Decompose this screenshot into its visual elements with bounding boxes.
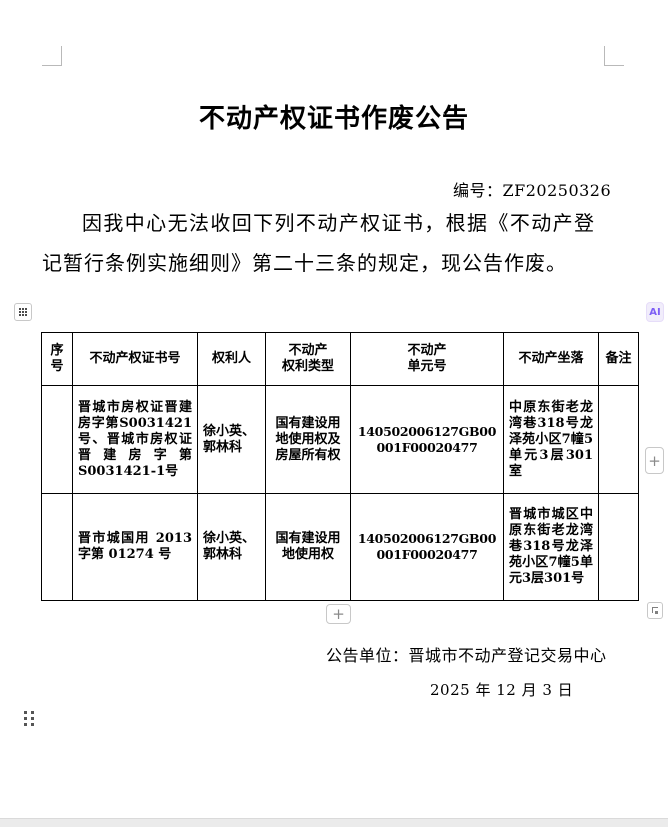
cell-holder[interactable]: 徐小英、郭林科 bbox=[197, 493, 266, 601]
dot-icon bbox=[31, 723, 34, 726]
page-bottom-edge bbox=[0, 818, 668, 827]
dot-icon bbox=[31, 717, 34, 720]
dot-icon bbox=[24, 717, 27, 720]
table-row: 晋城市房权证晋建房字第S0031421号、晋城市房权证晋建房字第S0031421… bbox=[41, 385, 639, 494]
dot-icon bbox=[24, 711, 27, 714]
page-margin-mark-top-right bbox=[604, 46, 624, 66]
dot-icon bbox=[31, 711, 34, 714]
cell-unit-no[interactable]: 140502006127GB00001F00020477 bbox=[350, 385, 504, 494]
announcement-table: 序号 不动产权证书号 权利人 不动产 权利类型 不动产 单元号 不动产坐落 备注… bbox=[41, 332, 639, 601]
cell-note[interactable] bbox=[598, 385, 639, 494]
cell-seq[interactable] bbox=[41, 385, 73, 494]
corner-resize-dot-icon bbox=[655, 611, 658, 614]
cell-unit-no[interactable]: 140502006127GB00001F00020477 bbox=[350, 493, 504, 601]
cell-cert-no[interactable]: 晋市城国用 2013 字第 01274 号 bbox=[72, 493, 198, 601]
table-move-handle-button[interactable] bbox=[14, 303, 32, 321]
cell-cert-no[interactable]: 晋城市房权证晋建房字第S0031421号、晋城市房权证晋建房字第S0031421… bbox=[72, 385, 198, 494]
add-row-button[interactable]: + bbox=[326, 604, 351, 624]
header-unit-no[interactable]: 不动产 单元号 bbox=[350, 332, 504, 386]
ai-assistant-button[interactable]: AI bbox=[646, 302, 664, 322]
page-margin-mark-top-left bbox=[42, 46, 62, 66]
date-line[interactable]: 2025 年 12 月 3 日 bbox=[430, 681, 574, 699]
header-cert-no[interactable]: 不动产权证书号 bbox=[72, 332, 198, 386]
table-resize-handle-button[interactable] bbox=[647, 602, 663, 619]
announcement-paragraph[interactable]: 因我中心无法收回下列不动产权证书，根据《不动产登记暂行条例实施细则》第二十三条的… bbox=[42, 211, 595, 275]
paragraph-drag-handle[interactable] bbox=[24, 711, 34, 726]
header-seq[interactable]: 序号 bbox=[41, 332, 73, 386]
header-holder[interactable]: 权利人 bbox=[197, 332, 266, 386]
cell-right-type[interactable]: 国有建设用地使用权及房屋所有权 bbox=[265, 385, 351, 494]
header-note[interactable]: 备注 bbox=[598, 332, 639, 386]
table-row: 晋市城国用 2013 字第 01274 号 徐小英、郭林科 国有建设用地使用权 … bbox=[41, 493, 639, 601]
cell-location[interactable]: 中原东街老龙湾巷318号龙泽苑小区7幢5单元3层301室 bbox=[503, 385, 599, 494]
dot-icon bbox=[24, 723, 27, 726]
cell-note[interactable] bbox=[598, 493, 639, 601]
corner-resize-icon bbox=[652, 607, 658, 613]
table-header-row: 序号 不动产权证书号 权利人 不动产 权利类型 不动产 单元号 不动产坐落 备注 bbox=[41, 332, 639, 386]
cell-location[interactable]: 晋城市城区中原东街老龙湾巷318号龙泽苑小区7幢5单元3层301号 bbox=[503, 493, 599, 601]
add-column-button[interactable]: + bbox=[645, 447, 664, 474]
document-number[interactable]: 编号：ZF20250326 bbox=[453, 181, 612, 200]
document-title[interactable]: 不动产权证书作废公告 bbox=[198, 104, 469, 134]
header-right-type[interactable]: 不动产 权利类型 bbox=[265, 332, 351, 386]
header-location[interactable]: 不动产坐落 bbox=[503, 332, 599, 386]
dots-grid-icon bbox=[19, 308, 27, 316]
cell-seq[interactable] bbox=[41, 493, 73, 601]
cell-holder[interactable]: 徐小英、郭林科 bbox=[197, 385, 266, 494]
cell-right-type[interactable]: 国有建设用地使用权 bbox=[265, 493, 351, 601]
issuer-line[interactable]: 公告单位：晋城市不动产登记交易中心 bbox=[326, 646, 607, 665]
